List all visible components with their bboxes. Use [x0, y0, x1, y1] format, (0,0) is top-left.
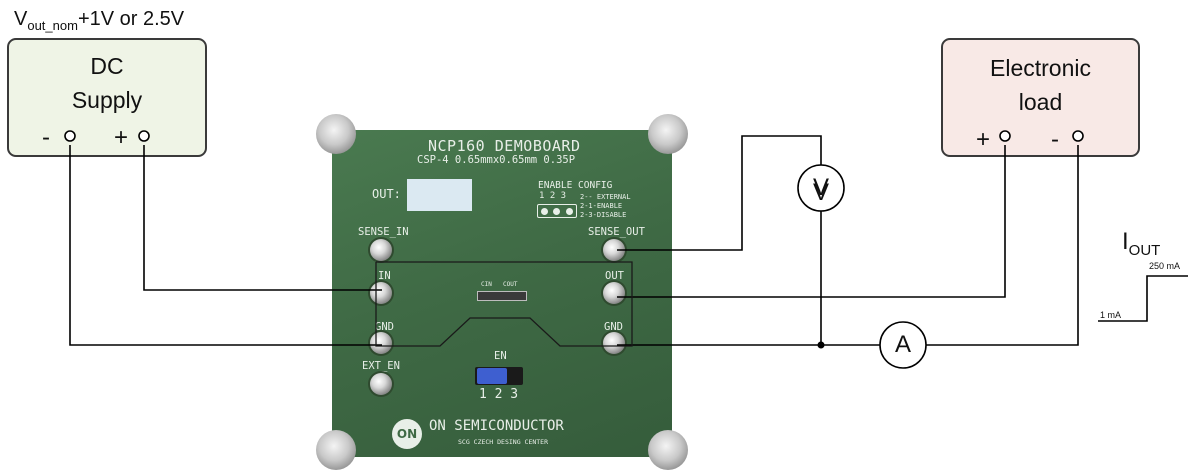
ldo-chip: [477, 291, 527, 301]
in-label: IN: [378, 270, 391, 282]
gnd-junction-dot: [817, 341, 825, 349]
iout-low-label: 1 mA: [1100, 310, 1122, 320]
ammeter-circle: [879, 321, 927, 369]
design-center-label: SCG CZECH DESING CENTER: [458, 438, 549, 446]
wire-supply-plus-to-in: [143, 145, 382, 291]
electronic-load-title-1: Electronic: [990, 55, 1091, 81]
iout-step-waveform: [1098, 275, 1188, 322]
out-pin-label: OUT: [605, 270, 624, 282]
iout-letter: I: [1122, 228, 1129, 255]
wire-ammeter-to-load-minus: [926, 145, 1079, 346]
electronic-load-title-2: load: [1018, 89, 1063, 115]
enable-config-option-3: 2-3-DISABLE: [580, 211, 627, 219]
load-minus-terminal: [1072, 130, 1084, 142]
enable-config-option-1: 2-- EXTERNAL: [580, 193, 631, 201]
ext-en-label: EXT_EN: [362, 360, 400, 372]
gnd-right-pad: [603, 332, 625, 354]
electronic-load-box: Electronic load + -: [941, 38, 1140, 157]
sense-out-label: SENSE_OUT: [588, 226, 645, 238]
supply-voltage-label: Vout_nom+1V or 2.5V: [14, 8, 184, 33]
maker-label: ON SEMICONDUCTOR: [429, 418, 564, 434]
en-jumper-cap: [477, 368, 507, 384]
out-label-box: [407, 179, 472, 211]
dc-supply-title-1: DC: [90, 53, 124, 79]
voltmeter-circle: [797, 164, 845, 212]
out-pad: [603, 282, 625, 304]
ext-en-pad: [370, 373, 392, 395]
out-label: OUT:: [372, 187, 401, 201]
screw-top-right: [648, 114, 688, 154]
board-subtitle: CSP-4 0.65mmx0.65mm 0.35P: [417, 154, 576, 166]
iout-label: IOUT: [1122, 228, 1160, 259]
electronic-load-minus-sign: -: [1051, 126, 1059, 153]
en-label: EN: [494, 350, 507, 362]
enable-config-numbers: 1 2 3: [539, 191, 567, 201]
dc-supply-box: DC Supply - +: [7, 38, 207, 157]
dc-supply-plus-terminal: [138, 130, 150, 142]
enable-config-option-2: 2-1-ENABLE: [580, 202, 623, 210]
sense-in-label: SENSE_IN: [358, 226, 409, 238]
dc-supply-plus-sign: +: [114, 124, 129, 151]
cin-label: CIN: [481, 281, 492, 288]
load-plus-terminal: [999, 130, 1011, 142]
iout-high-label: 250 mA: [1149, 261, 1181, 271]
on-logo: ON: [392, 419, 422, 449]
en-pin-numbers: 1 2 3: [479, 387, 519, 402]
screw-top-left: [316, 114, 356, 154]
cout-label: COUT: [503, 281, 518, 288]
supply-voltage-subscript: out_nom: [27, 18, 78, 33]
electronic-load-plus-sign: +: [976, 126, 991, 153]
supply-voltage-rest: +1V or 2.5V: [77, 8, 185, 30]
wiring-diagram: [64, 130, 1188, 369]
enable-config-title: ENABLE CONFIG: [538, 180, 613, 191]
supply-voltage-v: V: [14, 8, 28, 30]
gnd-left-label: GND: [375, 321, 394, 333]
dc-supply-title-2: Supply: [71, 87, 143, 113]
board-trace-outline: [375, 261, 633, 347]
gnd-right-label: GND: [604, 321, 623, 333]
ammeter-letter: A: [894, 331, 911, 358]
wire-sense-out-to-voltmeter: [617, 135, 822, 251]
voltmeter-letter: V: [812, 174, 829, 201]
dc-supply-minus-terminal: [64, 130, 76, 142]
enable-config-header: [537, 204, 577, 218]
sense-out-pad: [603, 239, 625, 261]
on-logo-text: ON: [396, 427, 418, 441]
board-title: NCP160 DEMOBOARD: [428, 137, 581, 155]
voltmeter-label: V: [812, 179, 829, 206]
dc-supply-minus-sign: -: [42, 124, 50, 151]
wire-out-to-load-plus: [617, 145, 1006, 298]
iout-subscript: OUT: [1128, 241, 1161, 259]
en-jumper[interactable]: [475, 367, 523, 385]
sense-in-pad: [370, 239, 392, 261]
wire-supply-minus-to-gnd: [69, 145, 382, 346]
